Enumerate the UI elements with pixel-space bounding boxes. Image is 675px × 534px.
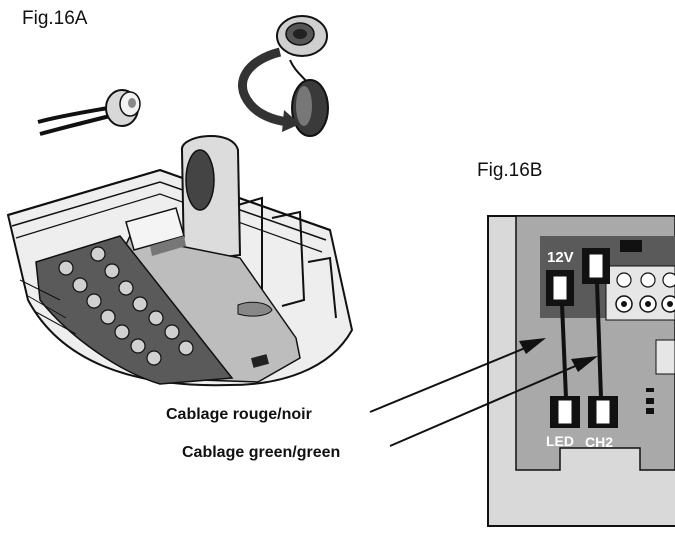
callout-wiring-green-green: Cablage green/green [182,444,341,461]
connector-ch2-bottom [588,396,618,428]
callout-wiring-red-black: Cablage rouge/noir [166,406,312,423]
figure-label-16a: Fig.16A [22,8,88,29]
connector-ch2-top [582,248,610,284]
arrow-wiring-red-black [369,345,531,413]
label-ch2: CH2 [585,434,613,450]
wire-green-green [595,281,603,399]
label-led: LED [546,433,574,449]
terminal-screws [19,246,194,366]
opener-housing [6,135,354,387]
connector-led [550,396,580,428]
wire-red-black [560,303,568,399]
connector-12v [546,270,574,306]
fig16a-illustration [6,15,354,387]
lens-cap-assembly [238,15,329,137]
screw-terminal-row [605,265,675,321]
callout-arrows [369,338,598,447]
fig16b-illustration [487,215,675,527]
led-cable-part [37,89,141,136]
label-12v: 12V [547,249,574,266]
figure-label-16b: Fig.16B [477,160,543,181]
arrow-wiring-green-green [389,363,581,447]
